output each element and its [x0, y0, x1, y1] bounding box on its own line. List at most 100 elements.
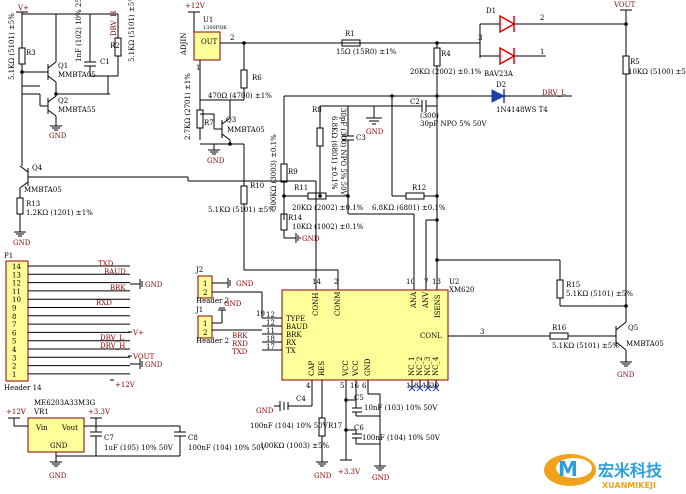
q2-transistor [40, 95, 57, 117]
c3-value: 30pF (300) NPO 5% 50V [339, 108, 347, 197]
r17-value: 100KΩ (1003) ±5% [260, 442, 329, 450]
d1-pin1: 1 [540, 48, 544, 56]
j1-value: Header 2 [196, 337, 229, 345]
vout-top: VOUT [613, 1, 636, 56]
c6-value: 100nF (104) 10% 50V [362, 434, 441, 442]
j2-ref: J2 [195, 266, 203, 274]
plus12-top: +12V [185, 2, 206, 32]
d1-pin2: 2 [540, 14, 544, 22]
net-brk: BRK [110, 284, 126, 292]
p1-header [5, 260, 29, 382]
p1-pin-13: 13 [12, 271, 21, 279]
r5-ref: R5 [630, 58, 640, 66]
u2-pinnum-2: 11 [266, 327, 275, 335]
d2-ref: D2 [496, 81, 506, 89]
u2-pin-baud: BAUD [286, 323, 308, 331]
r1-value: 15Ω (15R0) ±1% [336, 48, 397, 56]
p1-pin-11: 11 [12, 288, 21, 296]
p1-plus12: +12V [110, 379, 136, 389]
p1-pin-12: 12 [12, 280, 21, 288]
c1-ref: C1 [100, 58, 110, 66]
svg-text:GND: GND [145, 281, 163, 289]
j1-pin1: 1 [203, 320, 207, 328]
u2-isens: ISENS [434, 294, 442, 318]
r16-value: 5.1KΩ (5101) ±5% [552, 342, 619, 350]
u2-pin3: 3 [480, 328, 484, 336]
u2-pin-type: TYPE [286, 315, 305, 323]
u1-value: 1300PDK [203, 25, 227, 31]
p1-pin-14: 14 [12, 263, 21, 271]
r2-ref: R2 [110, 42, 120, 50]
u2-pinnum-4: 17 [266, 343, 275, 351]
r11-body [307, 192, 327, 200]
vr1-plus12: +12V [6, 408, 27, 416]
c7-value: 1uF (105) 10% 50V [104, 444, 174, 452]
c2-value: 30pF NPO 5% 50V [420, 120, 488, 128]
q5-ref: Q5 [628, 324, 638, 332]
drv-h-label-top: DRV_H [110, 11, 118, 36]
net-txd: TXD [98, 260, 114, 268]
brand-logo: M 宏米科技 XUANMIKEJI [544, 454, 663, 490]
r5-value: 10KΩ (5100) ±5% [628, 68, 686, 76]
u1-pin2: 2 [230, 34, 234, 42]
gnd-j2: GND [236, 280, 254, 288]
u2-pinnum-3: 18 [266, 335, 275, 343]
u2-bottom-nc-4: NC_4 [432, 356, 440, 376]
q4-transistor [19, 165, 40, 189]
c7-ref: C7 [104, 434, 114, 442]
gnd-q3: GND [207, 157, 225, 165]
r13-value: 1.2KΩ (1201) ±1% [26, 209, 93, 217]
nc-x-0 [408, 384, 416, 392]
p1-pin-5: 5 [12, 338, 16, 346]
u2-bottom-nc-1: NC_1 [408, 357, 416, 376]
r17-ref: R17 [328, 422, 342, 430]
svg-text:M: M [558, 457, 578, 481]
c6-ref: C6 [354, 424, 364, 432]
p1-value: Header 14 [4, 384, 42, 392]
vr1-vout: Vout [61, 424, 78, 432]
net-rxd: RXD [96, 299, 112, 307]
r9-ref: R9 [288, 168, 298, 176]
r4-value: 20KΩ (2002) ±0.1% [410, 68, 482, 76]
q1-transistor [22, 61, 57, 83]
r11-ref: R11 [294, 184, 308, 192]
j2-value: Header 2 [196, 297, 229, 305]
plus33-bottom: +3.3V [338, 468, 361, 476]
j2-pin2: 2 [203, 289, 207, 297]
r12-ref: R12 [412, 184, 426, 192]
r8-body [316, 127, 324, 147]
j1-pin2: 2 [203, 329, 207, 337]
r9-value: 300KΩ (3003) ±0.1% [270, 134, 278, 210]
q2-value: MMBTA55 [58, 106, 96, 114]
u1-out: OUT [201, 38, 218, 46]
p1-pin-7: 7 [12, 321, 16, 329]
p1-pin-3: 3 [12, 354, 16, 362]
p1-vplus: V+ [128, 329, 144, 337]
r14-ref: R14 [288, 214, 303, 222]
d1-value: BAV23A [484, 70, 514, 78]
u2-pin13: 13 [432, 278, 441, 286]
gnd-r13: GND [13, 239, 31, 247]
q4-value: MMBTA05 [24, 186, 62, 194]
vplus-label: V+ [17, 4, 29, 12]
vr1-value: ME6203A33M3G [34, 399, 96, 407]
q3-value: MMBTA05 [227, 126, 265, 134]
p1-pin-9: 9 [12, 305, 16, 313]
gnd-q5: GND [617, 371, 635, 379]
p1-pin-4: 4 [12, 346, 17, 354]
svg-text:VOUT: VOUT [613, 1, 636, 9]
q4-ref: Q4 [32, 164, 43, 172]
p1-gnd1: GND [130, 279, 163, 289]
c4-value: 100nF (104) 10% 50V [250, 422, 329, 430]
gnd-c2: GND [366, 128, 384, 136]
u2-anv: ANV [422, 291, 430, 309]
vr1-vin: Vin [35, 424, 48, 432]
c4-gnd: GND [256, 401, 281, 415]
r3-body [18, 47, 26, 65]
r13-ref: R13 [26, 200, 40, 208]
r12-value: 6.8KΩ (6801) ±0.1% [372, 204, 446, 212]
r4-ref: R4 [441, 50, 451, 58]
p1-pin-6: 6 [12, 329, 17, 337]
